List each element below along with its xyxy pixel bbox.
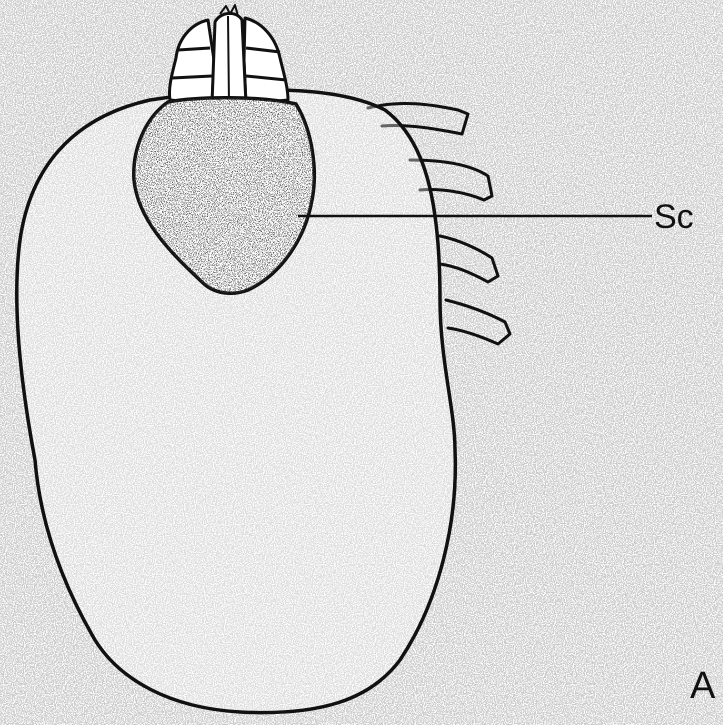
palp-segment-line-left-2 bbox=[172, 76, 212, 78]
label-panel: A bbox=[690, 665, 716, 707]
palp-segment-line-left-1 bbox=[178, 48, 210, 50]
hypostome-midline bbox=[228, 16, 229, 104]
label-scutum: Sc bbox=[654, 198, 694, 236]
